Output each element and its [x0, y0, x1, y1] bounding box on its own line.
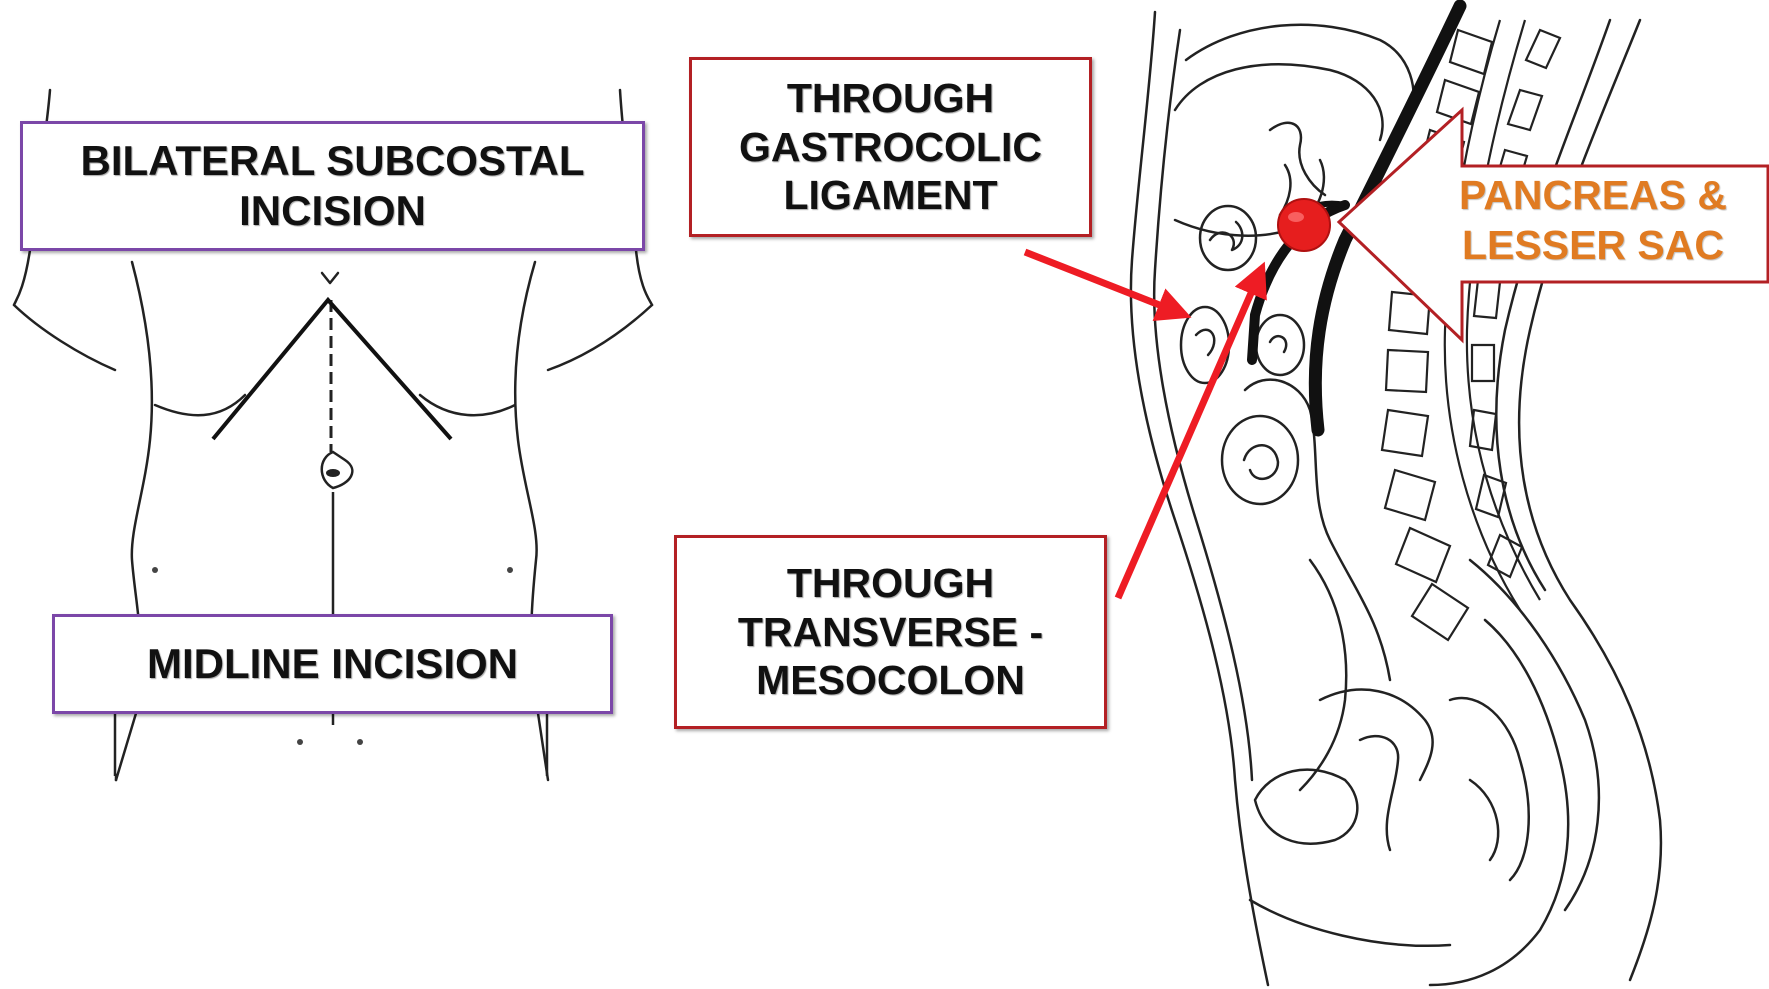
leg-lines: [115, 714, 547, 776]
sagittal-abdomen-icon: [1131, 12, 1661, 985]
gastrocolic-label-box: THROUGH GASTROCOLIC LIGAMENT: [689, 57, 1092, 237]
transverse-mesocolon-label: THROUGH TRANSVERSE - MESOCOLON: [738, 559, 1043, 704]
gastrocolic-arrow: [1025, 252, 1185, 315]
transverse-mesocolon-label-box: THROUGH TRANSVERSE - MESOCOLON: [674, 535, 1107, 729]
bilateral-subcostal-label-box: BILATERAL SUBCOSTAL INCISION: [20, 121, 645, 251]
midline-incision-label: MIDLINE INCISION: [147, 639, 518, 689]
pancreas-lesser-sac-label: PANCREAS & LESSER SAC: [1428, 170, 1758, 270]
gastrocolic-label: THROUGH GASTROCOLIC LIGAMENT: [739, 74, 1042, 219]
lesser-sac-dot-icon: [1278, 199, 1330, 251]
midline-incision-label-box: MIDLINE INCISION: [52, 614, 613, 714]
bilateral-subcostal-label: BILATERAL SUBCOSTAL INCISION: [81, 136, 585, 235]
transverse-arrow: [1118, 268, 1262, 598]
